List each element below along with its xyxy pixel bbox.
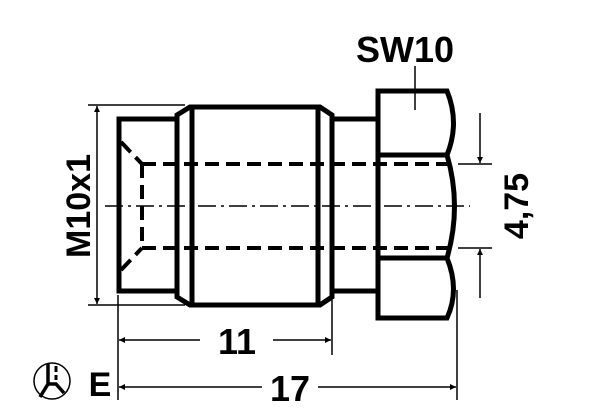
hidden-bore-lines — [119, 140, 452, 272]
hex-head — [375, 88, 457, 321]
thread-length-label: 11 — [218, 321, 256, 362]
flare-type-symbol-icon — [33, 362, 71, 400]
dimension-lines — [88, 66, 492, 400]
type-letter: E — [89, 366, 112, 404]
wrench-size-label: SW10 — [356, 29, 454, 70]
total-length-label: 17 — [270, 368, 310, 409]
part-outline — [116, 88, 457, 321]
thread-label: M10x1 — [60, 154, 98, 258]
bore-diameter-label: 4,75 — [498, 173, 536, 239]
